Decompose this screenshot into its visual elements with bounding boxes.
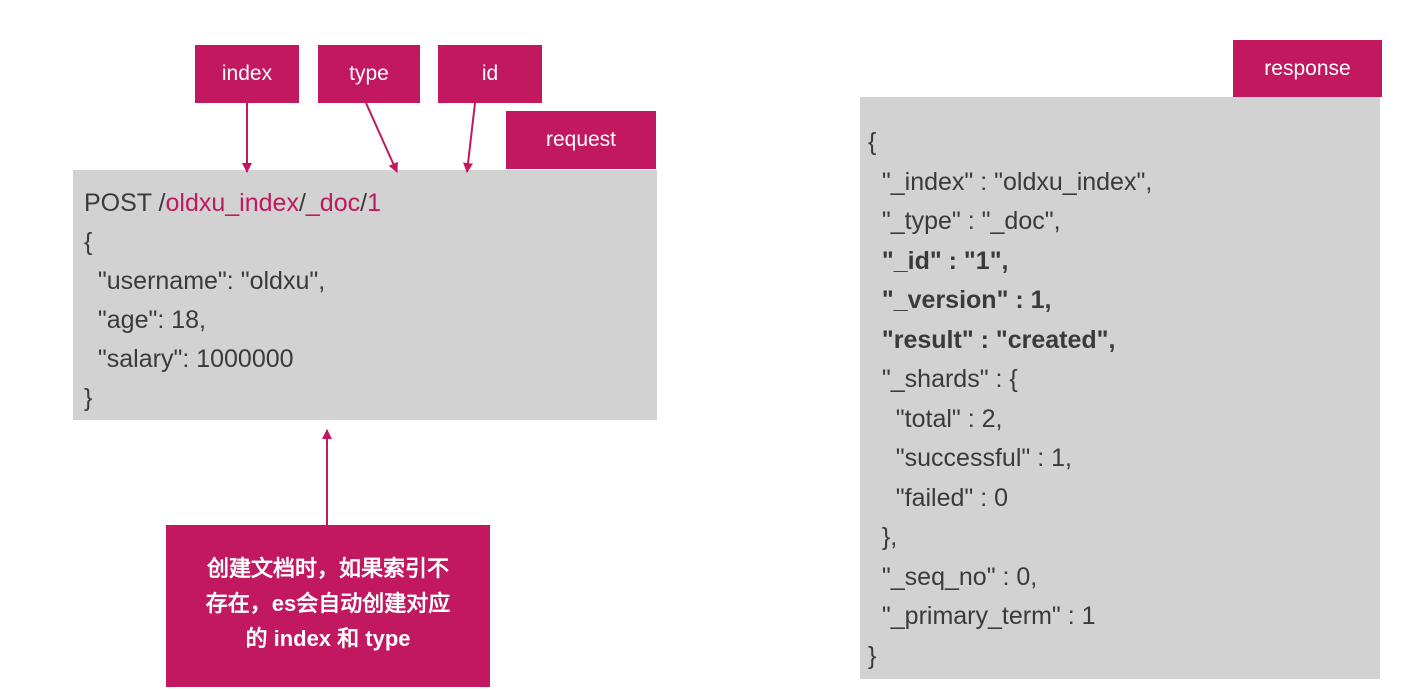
response-line-version: "_version" : 1, bbox=[868, 286, 1052, 314]
request-body-line: "salary": 1000000 bbox=[84, 345, 294, 373]
type-arrow bbox=[365, 102, 398, 173]
request-separator: / bbox=[360, 189, 368, 217]
note-line: 的 index 和 type bbox=[245, 626, 411, 651]
auto-create-note: 创建文档时，如果索引不 存在，es会自动创建对应 的 index 和 type bbox=[166, 525, 490, 687]
response-panel: { "_index" : "oldxu_index", "_type" : "_… bbox=[860, 97, 1380, 679]
response-line: { bbox=[868, 128, 877, 156]
request-method: POST / bbox=[84, 189, 166, 217]
response-line: "_primary_term" : 1 bbox=[868, 602, 1096, 630]
response-line-id: "_id" : "1", bbox=[868, 246, 1009, 275]
request-type-name: _doc bbox=[305, 189, 361, 217]
response-line: }, bbox=[868, 523, 898, 551]
response-line: "_seq_no" : 0, bbox=[868, 562, 1038, 591]
request-body-line: { bbox=[84, 228, 93, 256]
note-line: 创建文档时，如果索引不 bbox=[206, 556, 449, 581]
request-index-name: oldxu_index bbox=[165, 189, 299, 217]
response-line: "_index" : "oldxu_index", bbox=[868, 167, 1153, 196]
response-line: } bbox=[868, 641, 877, 670]
request-doc-id: 1 bbox=[367, 189, 381, 217]
id-label: id bbox=[438, 45, 542, 103]
response-label: response bbox=[1233, 40, 1382, 97]
request-url-line: POST /oldxu_index/_doc/1 bbox=[84, 184, 657, 223]
type-label: type bbox=[318, 45, 420, 103]
request-body-line: "username": "oldxu", bbox=[84, 267, 326, 295]
request-body-line: "age": 18, bbox=[84, 306, 206, 334]
request-panel: POST /oldxu_index/_doc/1 { "username": "… bbox=[73, 170, 657, 420]
response-line: "total" : 2, bbox=[868, 404, 1003, 433]
response-line: "_shards" : { bbox=[868, 365, 1018, 393]
id-arrow bbox=[463, 102, 476, 173]
index-label: index bbox=[195, 45, 299, 103]
response-line-result: "result" : "created", bbox=[868, 325, 1116, 354]
request-separator: / bbox=[298, 189, 306, 217]
response-line: "_type" : "_doc", bbox=[868, 207, 1061, 235]
note-line: 存在，es会自动创建对应 bbox=[205, 591, 451, 616]
request-body-line: } bbox=[84, 384, 93, 412]
response-line: "successful" : 1, bbox=[868, 444, 1072, 472]
response-line: "failed" : 0 bbox=[868, 483, 1009, 512]
request-label: request bbox=[506, 111, 656, 169]
